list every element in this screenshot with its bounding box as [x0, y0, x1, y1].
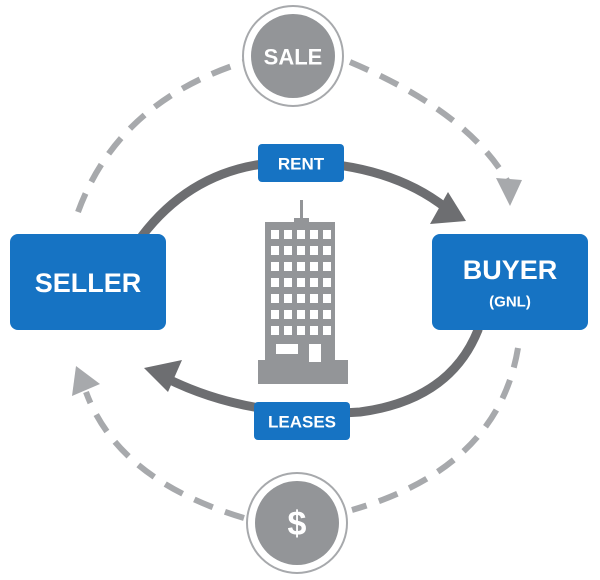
leases-arrowhead: [144, 360, 182, 392]
solid-arrow-leases: [161, 325, 483, 418]
dashed-arrowhead-buyer: [496, 178, 522, 206]
sale-node: SALE: [242, 5, 344, 107]
dashed-arrow-sale-to-buyer: [348, 59, 511, 184]
sale-label: SALE: [264, 45, 323, 70]
buyer-node: BUYER (GNL): [432, 234, 588, 330]
rent-label: RENT: [278, 155, 325, 174]
buyer-label: BUYER: [463, 255, 558, 285]
dashed-arc-seller-to-sale: [75, 59, 245, 214]
dashed-arrow-payment-to-seller: [83, 390, 245, 521]
leases-flow-label: LEASES: [254, 402, 350, 440]
dashed-arrowhead-seller: [72, 366, 100, 396]
outer-dashed-cycle: [72, 59, 522, 521]
seller-label: SELLER: [35, 268, 142, 298]
leases-label: LEASES: [268, 413, 336, 432]
rent-flow-label: RENT: [258, 144, 344, 182]
seller-node: SELLER: [10, 234, 166, 330]
rent-arrowhead: [430, 192, 466, 224]
dashed-arc-buyer-to-payment: [351, 347, 521, 513]
dollar-sign-icon: $: [288, 505, 307, 543]
buyer-sublabel: (GNL): [489, 294, 531, 311]
office-building-icon: [258, 200, 348, 384]
payment-node: $: [246, 472, 348, 574]
